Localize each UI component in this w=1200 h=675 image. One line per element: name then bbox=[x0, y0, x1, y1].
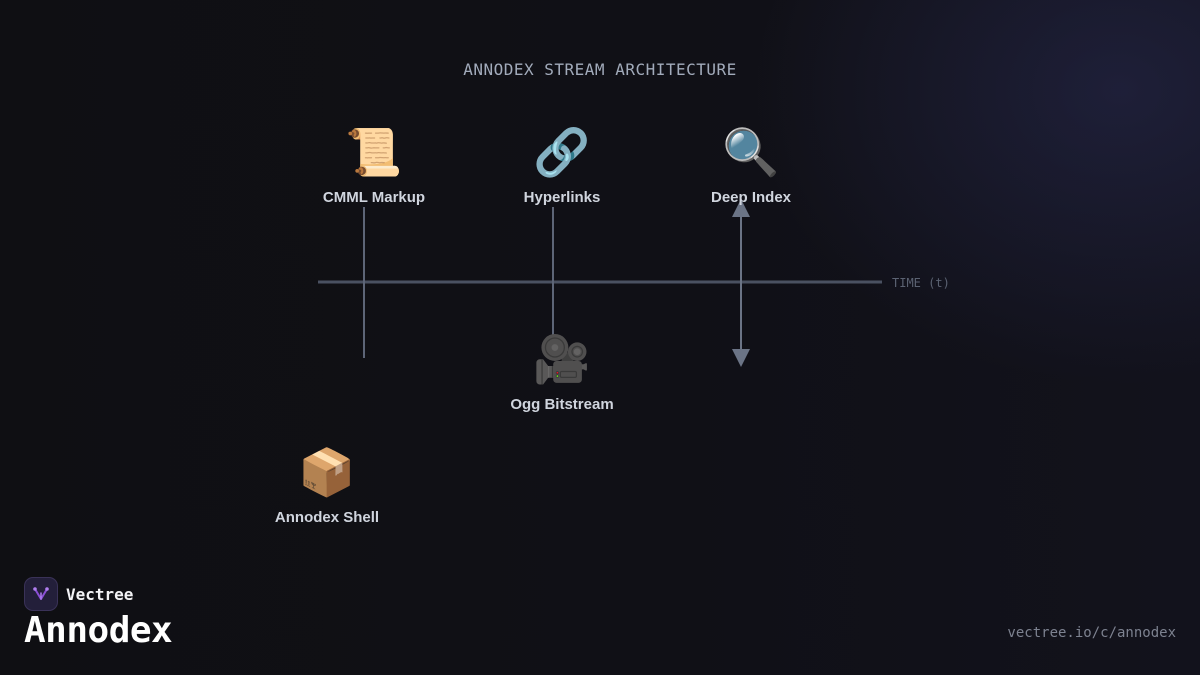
node-cmml-markup: 📜 CMML Markup bbox=[284, 125, 464, 206]
magnifier-icon: 🔍 bbox=[722, 125, 780, 179]
node-label: Hyperlinks bbox=[523, 189, 601, 206]
footer-url[interactable]: vectree.io/c/annodex bbox=[1007, 625, 1176, 641]
vectree-logo-icon bbox=[24, 577, 58, 611]
arrow-down-deep-index bbox=[732, 349, 750, 367]
node-label: Ogg Bitstream bbox=[510, 396, 614, 413]
node-label: Deep Index bbox=[710, 189, 792, 206]
brand-name: Vectree bbox=[66, 584, 134, 604]
arrow-up-deep-index bbox=[732, 199, 750, 217]
link-icon: 🔗 bbox=[533, 125, 591, 179]
node-annodex-shell: 📦 Annodex Shell bbox=[237, 445, 417, 526]
product-title: Annodex bbox=[24, 610, 173, 651]
time-axis-label: TIME (t) bbox=[892, 276, 950, 290]
package-icon: 📦 bbox=[298, 445, 356, 499]
node-label: CMML Markup bbox=[322, 189, 426, 206]
node-label: Annodex Shell bbox=[274, 509, 380, 526]
node-ogg-bitstream: 🎥 Ogg Bitstream bbox=[472, 332, 652, 413]
scroll-icon: 📜 bbox=[345, 125, 403, 179]
video-camera-icon: 🎥 bbox=[533, 332, 591, 386]
brand-block: Vectree bbox=[24, 577, 133, 611]
diagram-title: ANNODEX STREAM ARCHITECTURE bbox=[463, 60, 737, 79]
node-hyperlinks: 🔗 Hyperlinks bbox=[472, 125, 652, 206]
node-deep-index: 🔍 Deep Index bbox=[661, 125, 841, 206]
